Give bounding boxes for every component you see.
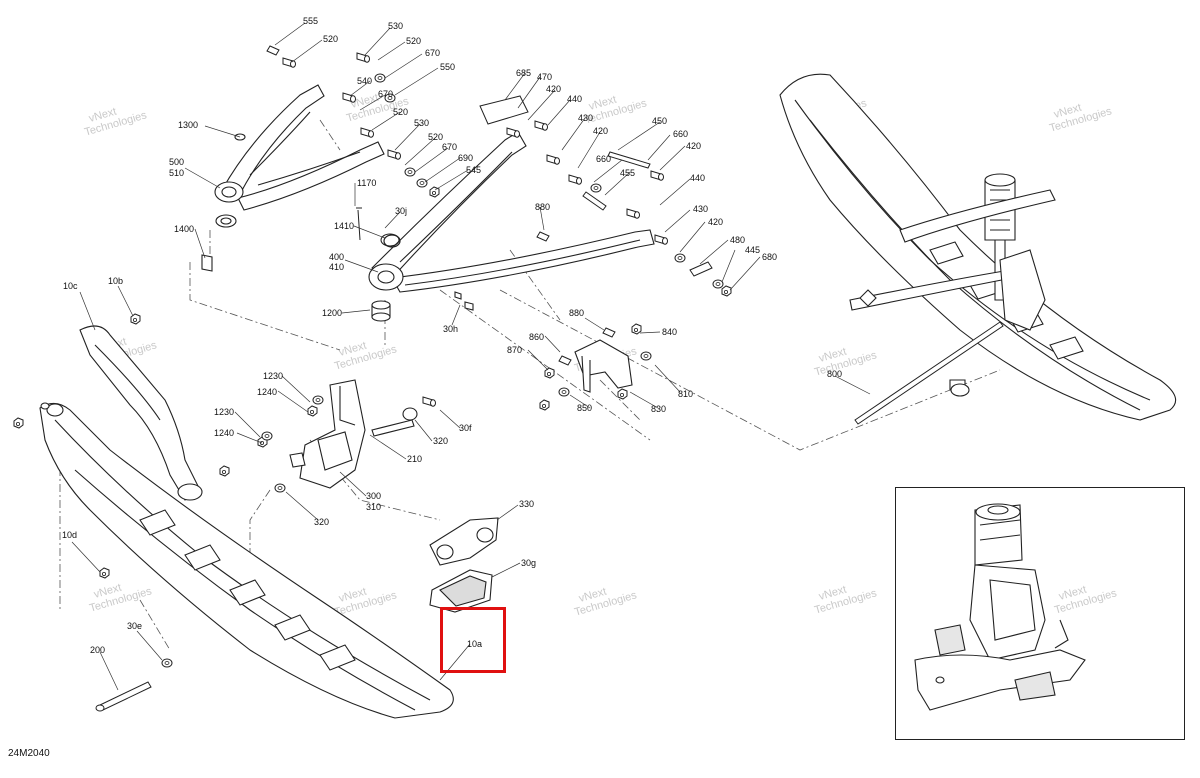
part-label: 860: [529, 332, 544, 342]
part-label: 1230: [263, 371, 283, 381]
part-label: 555: [303, 16, 318, 26]
part-label: 420: [686, 141, 701, 151]
part-label: 810: [678, 389, 693, 399]
part-label: 440: [567, 94, 582, 104]
inset-drawing: [914, 503, 1086, 711]
part-label: 530: [414, 118, 429, 128]
part-label: 200: [90, 645, 105, 655]
part-label: 455: [620, 168, 635, 178]
right-ski-rod: [854, 321, 1004, 425]
part-label: 520: [323, 34, 338, 44]
part-label: 870: [507, 345, 522, 355]
part-label: 660: [673, 129, 688, 139]
part-label: 520: [406, 36, 421, 46]
part-label: 840: [662, 327, 677, 337]
part-label: 1230: [214, 407, 234, 417]
part-label: 30h: [443, 324, 458, 334]
lower-a-arm: [368, 131, 655, 322]
part-label: 1200: [322, 308, 342, 318]
upper-a-arm: [201, 84, 385, 272]
part-label: 30j: [395, 206, 407, 216]
part-label: 430: [693, 204, 708, 214]
part-label: 685: [516, 68, 531, 78]
highlight-box-10a: [440, 607, 506, 673]
part-label: 850: [577, 403, 592, 413]
part-label: 10d: [62, 530, 77, 540]
part-label: 510: [169, 168, 184, 178]
part-label: 670: [425, 48, 440, 58]
part-label: 400: [329, 252, 344, 262]
left-ski-hardware: [13, 313, 230, 712]
lower-arm-hardware: [356, 95, 732, 297]
part-label: 420: [708, 217, 723, 227]
part-label: 545: [466, 165, 481, 175]
part-labels: 555 520 530 520 670 550 540 670 520 1300…: [62, 16, 842, 655]
part-label: 1170: [357, 178, 376, 188]
part-label: 530: [388, 21, 403, 31]
part-label: 670: [378, 89, 393, 99]
part-label: 480: [730, 235, 745, 245]
part-label: 30e: [127, 621, 142, 631]
center-bracket: [539, 323, 652, 411]
part-label: 320: [433, 436, 448, 446]
part-label: 1240: [214, 428, 234, 438]
part-label: 300: [366, 491, 381, 501]
part-label: 550: [440, 62, 455, 72]
part-label: 10b: [108, 276, 123, 286]
part-label: 670: [442, 142, 457, 152]
part-label: 880: [535, 202, 550, 212]
part-label: 430: [578, 113, 593, 123]
inset-detail-frame: [895, 487, 1185, 740]
part-label: 660: [596, 154, 611, 164]
part-label: 420: [593, 126, 608, 136]
part-label: 470: [537, 72, 552, 82]
part-label: 330: [519, 499, 534, 509]
part-label: 830: [651, 404, 666, 414]
part-label: 30g: [521, 558, 536, 568]
left-ski: [39, 325, 454, 719]
part-label: 445: [745, 245, 760, 255]
part-label: 410: [329, 262, 344, 272]
part-label: 1240: [257, 387, 277, 397]
part-label: 310: [366, 502, 381, 512]
part-label: 30f: [459, 423, 472, 433]
part-label: 500: [169, 157, 184, 167]
part-label: 10a: [467, 639, 482, 649]
leader-lines: [71, 22, 871, 691]
ski-wear-parts: [429, 517, 499, 613]
part-label: 880: [569, 308, 584, 318]
part-label: 440: [690, 173, 705, 183]
part-label: 1400: [174, 224, 194, 234]
part-label: 1410: [334, 221, 354, 231]
spindle: [289, 379, 418, 489]
part-label: 210: [407, 454, 422, 464]
diagram-code: 24M2040: [8, 748, 50, 759]
part-label: 10c: [63, 281, 78, 291]
part-label: 690: [458, 153, 473, 163]
part-label: 1300: [178, 120, 198, 130]
part-label: 800: [827, 369, 842, 379]
part-label: 540: [357, 76, 372, 86]
part-label: 320: [314, 517, 329, 527]
part-label: 450: [652, 116, 667, 126]
part-label: 520: [393, 107, 408, 117]
part-label: 420: [546, 84, 561, 94]
part-label: 680: [762, 252, 777, 262]
part-label: 520: [428, 132, 443, 142]
right-ski-assembly: [779, 73, 1177, 421]
